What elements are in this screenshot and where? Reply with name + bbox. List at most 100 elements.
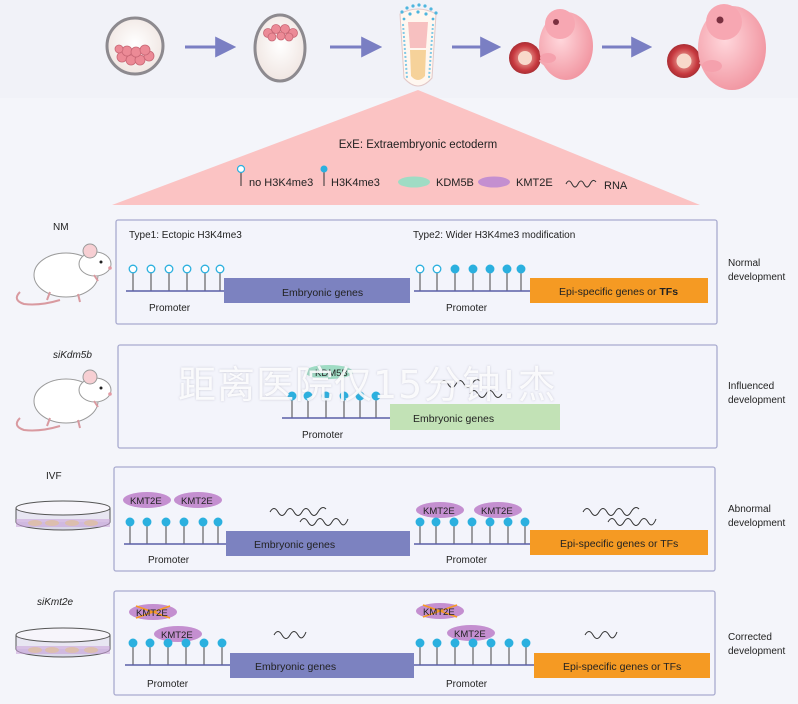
epi-genes-label: Epi-specific genes or TFs xyxy=(560,538,678,550)
h3k4me3-pin-icon xyxy=(320,165,328,186)
legend: no H3K4me3 H3K4me3 KDM5B KMT2E RNA xyxy=(236,164,628,192)
legend-h3k4me3: H3K4me3 xyxy=(331,177,380,189)
promoter-label: Promoter xyxy=(302,430,344,441)
no-h3k4me3-pin-icon xyxy=(128,264,138,274)
embryonic-genes-bar xyxy=(390,404,560,430)
promoter-label: Promoter xyxy=(147,679,189,690)
mouse-icon-sikdm5b xyxy=(15,369,112,432)
h3k4me3-pin-icon xyxy=(142,517,152,527)
no-h3k4me3-pin-icon xyxy=(200,264,210,274)
promoter-label: Promoter xyxy=(148,555,190,566)
pins-ivf-left xyxy=(125,517,223,544)
no-h3k4me3-pin-icon xyxy=(164,264,174,274)
no-h3k4me3-pin-icon xyxy=(146,264,156,274)
panel-sikdm5b xyxy=(117,344,718,449)
h3k4me3-pin-icon xyxy=(145,638,155,648)
no-h3k4me3-pin-icon xyxy=(415,264,425,274)
rna-squiggle xyxy=(299,518,349,526)
promoter-label: Promoter xyxy=(446,555,488,566)
kmt2e-protein-label: KMT2E xyxy=(136,608,168,619)
h3k4me3-pin-icon xyxy=(179,517,189,527)
kmt2e-protein xyxy=(154,626,202,642)
fetus-placenta-icon-1 xyxy=(509,9,593,80)
epi-genes-bold: TFs xyxy=(659,286,678,298)
outcome-line-1: Abnormal xyxy=(728,504,771,515)
kmt2e-protein-label: KMT2E xyxy=(161,630,193,641)
outcome-sikdm5b: Influenced development xyxy=(728,381,785,406)
h3k4me3-pin-icon xyxy=(339,391,349,401)
condition-label-sikmt2e: siKmt2e xyxy=(37,597,74,608)
blastocyst-icon xyxy=(253,13,307,83)
rna-squiggle xyxy=(269,507,327,516)
kmt2e-protein-label: KMT2E xyxy=(423,607,455,618)
pins-nm-type1 xyxy=(128,264,225,291)
h3k4me3-pin-icon xyxy=(181,638,191,648)
h3k4me3-pin-icon xyxy=(199,638,209,648)
kmt2e-protein xyxy=(474,502,522,518)
h3k4me3-pin-icon xyxy=(371,391,381,401)
legend-kmt2e: KMT2E xyxy=(516,177,553,189)
culture-dish-icon-ivf xyxy=(15,500,111,531)
rna-squiggle xyxy=(469,390,503,398)
h3k4me3-pin-icon xyxy=(415,638,425,648)
epi-genes-label: Epi-specific genes or TFs xyxy=(563,661,681,673)
kmt2e-knocked-down xyxy=(416,603,464,619)
kdm5b-protein-label: KDM5B xyxy=(315,368,348,379)
fetus-placenta-icon-2 xyxy=(667,4,766,90)
type2-label: Type2: Wider H3K4me3 modification xyxy=(413,230,575,241)
embryonic-genes-bar xyxy=(230,653,414,678)
embryonic-genes-label: Embryonic genes xyxy=(282,287,363,299)
h3k4me3-pin-icon xyxy=(198,517,208,527)
condition-label-ivf: IVF xyxy=(46,471,62,482)
epi-genes-bar xyxy=(534,653,710,678)
h3k4me3-pin-icon xyxy=(415,517,425,527)
h3k4me3-pin-icon xyxy=(163,638,173,648)
outcome-line-2: development xyxy=(728,646,785,657)
no-h3k4me3-pin-icon xyxy=(432,264,442,274)
condition-label-sikdm5b: siKdm5b xyxy=(53,350,92,361)
h3k4me3-pin-icon xyxy=(468,264,478,274)
kdm5b-ellipse-icon xyxy=(398,176,430,188)
h3k4me3-pin-icon xyxy=(450,638,460,648)
rna-squiggle xyxy=(584,631,618,639)
egg-cylinder-icon xyxy=(399,3,438,87)
epi-genes-text: Epi-specific genes or xyxy=(559,286,659,298)
rna-squiggle xyxy=(439,379,481,388)
kmt2e-protein-label: KMT2E xyxy=(481,506,513,517)
kmt2e-protein xyxy=(123,492,171,508)
exe-label: ExE: Extraembryonic ectoderm xyxy=(339,139,498,151)
epi-genes-bar xyxy=(530,530,708,555)
h3k4me3-pin-icon xyxy=(521,638,531,648)
h3k4me3-pin-icon xyxy=(449,517,459,527)
h3k4me3-pin-icon xyxy=(450,264,460,274)
early-embryo-icon xyxy=(105,16,165,76)
no-h3k4me3-pin-icon xyxy=(215,264,225,274)
h3k4me3-pin-icon xyxy=(217,638,227,648)
epi-genes-bar xyxy=(530,278,708,303)
kmt2e-protein-label: KMT2E xyxy=(454,629,486,640)
outcome-line-2: development xyxy=(728,272,785,283)
h3k4me3-pin-icon xyxy=(213,517,223,527)
promoter-label: Promoter xyxy=(446,679,488,690)
outcome-line-2: development xyxy=(728,395,785,406)
promoter-label: Promoter xyxy=(446,303,488,314)
epi-genes-label: Epi-specific genes or TFs xyxy=(559,286,678,298)
watermark-text: 距离医院仅15分钟!杰 xyxy=(178,363,557,407)
no-h3k4me3-pin-icon xyxy=(236,164,246,186)
condition-label-nm: NM xyxy=(53,222,69,233)
kmt2e-ellipse-icon xyxy=(478,176,510,188)
outcome-line-1: Influenced xyxy=(728,381,774,392)
h3k4me3-pin-icon xyxy=(485,517,495,527)
pins-nm-type2 xyxy=(415,264,526,291)
embryonic-genes-bar xyxy=(224,278,410,303)
culture-dish-icon-sikmt2e xyxy=(15,627,111,658)
kmt2e-protein-label: KMT2E xyxy=(181,496,213,507)
h3k4me3-pin-icon xyxy=(432,638,442,648)
legend-kdm5b: KDM5B xyxy=(436,177,474,189)
h3k4me3-pin-icon xyxy=(503,517,513,527)
no-h3k4me3-pin-icon xyxy=(182,264,192,274)
h3k4me3-pin-icon xyxy=(520,517,530,527)
